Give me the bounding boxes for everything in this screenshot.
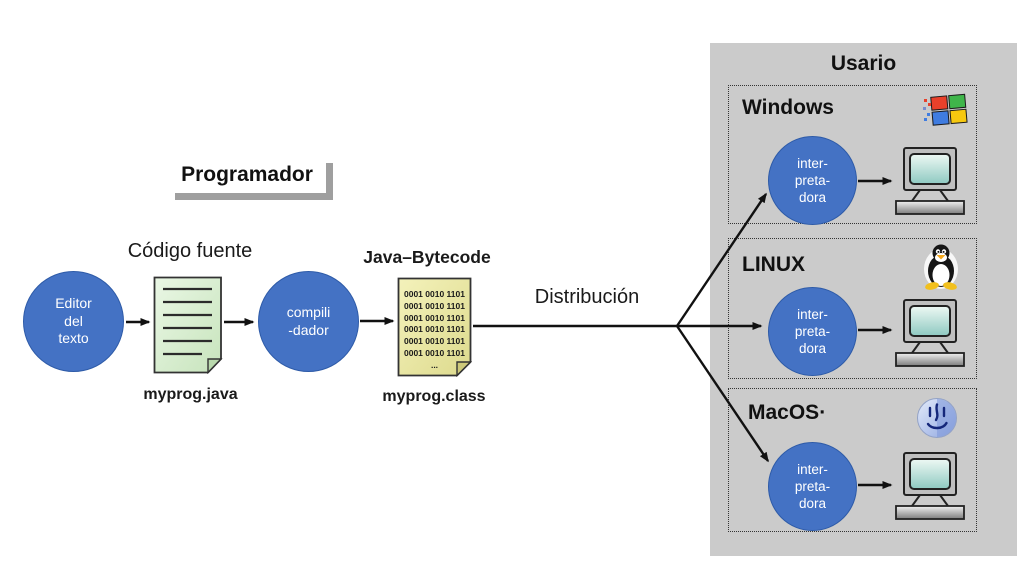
computer-monitor-icon-windows: [895, 147, 965, 220]
interpreter-circle-linux: inter- preta- dora: [768, 287, 857, 376]
myprog-class-label: myprog.class: [382, 388, 486, 405]
macos-label: MacOS·: [748, 401, 827, 424]
myprog-java-label: myprog.java: [143, 386, 238, 403]
interpreter-circle-macos: inter- preta- dora: [768, 442, 857, 531]
usario-title: Usario: [830, 52, 897, 75]
distribucion-label: Distribución: [534, 286, 640, 308]
computer-monitor-icon-macos: [895, 452, 965, 525]
bytecode-document-icon: 0001 0010 1101 0001 0010 1101 0001 0010 …: [397, 277, 472, 377]
windows-logo-icon: [920, 92, 968, 135]
compiler-circle-line2: -dador: [288, 321, 329, 338]
windows-label: Windows: [742, 96, 834, 119]
macos-face-icon: [916, 397, 958, 444]
linux-tux-icon: [920, 242, 962, 295]
computer-monitor-icon-linux: [895, 299, 965, 372]
linux-label: LINUX: [742, 253, 805, 276]
editor-circle-line3: texto: [58, 330, 89, 347]
interpreter-circle-windows: inter- preta- dora: [768, 136, 857, 225]
compiler-circle-line1: compili: [286, 303, 331, 320]
programador-label: Programador: [181, 162, 313, 186]
editor-circle-line1: Editor: [55, 294, 92, 311]
codigo-fuente-label: Código fuente: [127, 240, 253, 262]
editor-circle: Editor del texto: [23, 271, 124, 372]
bytecode-binary-text: 0001 0010 1101 0001 0010 1101 0001 0010 …: [404, 289, 465, 370]
java-bytecode-label: Java–Bytecode: [363, 247, 491, 267]
windows-section-box: Windows: [728, 85, 977, 224]
editor-circle-line2: del: [64, 312, 83, 329]
programador-title-box: Programador: [168, 156, 326, 193]
compiler-circle: compili -dador: [258, 271, 359, 372]
source-document-icon: [153, 276, 223, 375]
usario-panel: Usario Windows: [710, 43, 1017, 556]
